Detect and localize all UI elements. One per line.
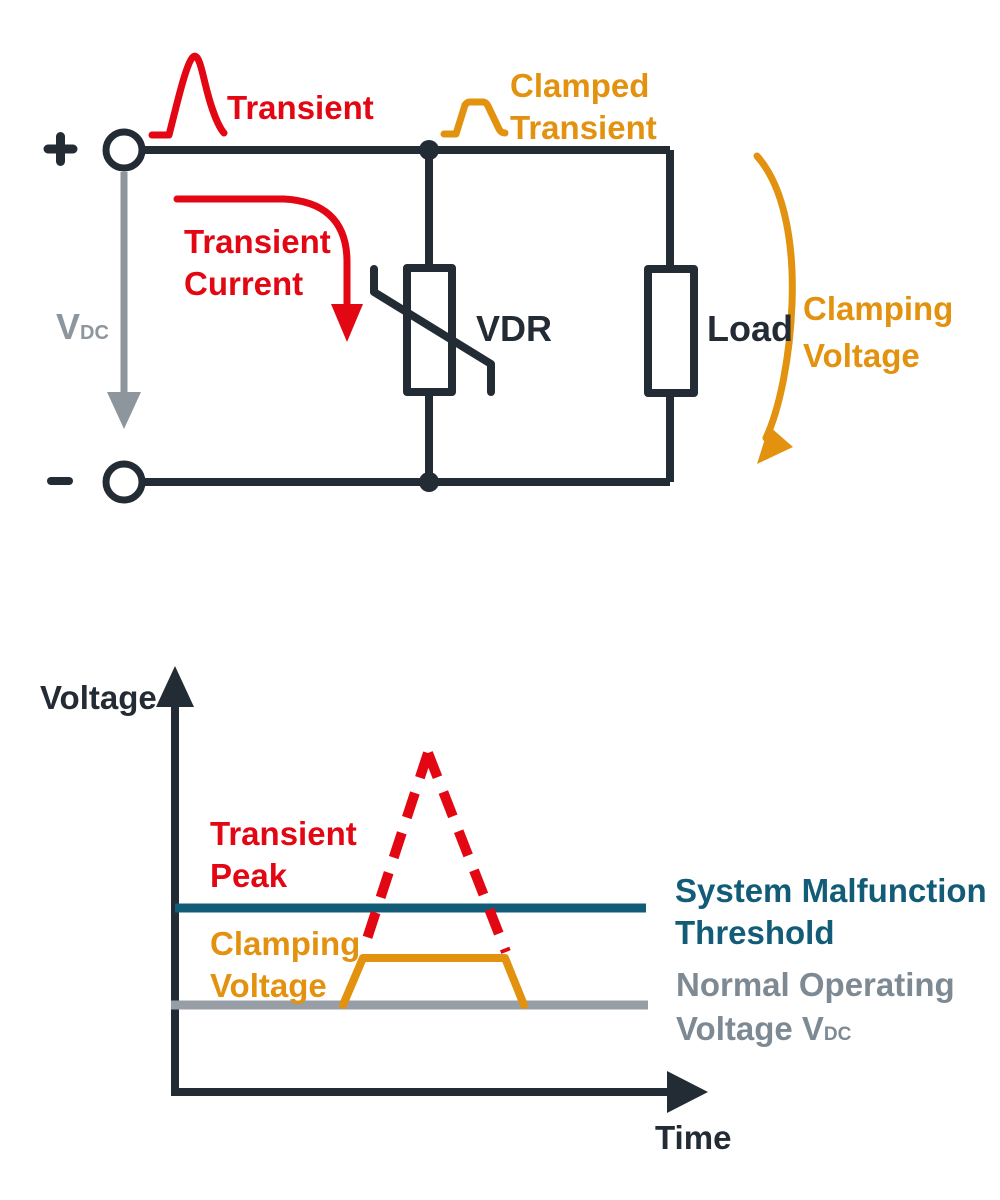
clamped-transient-line2: Transient	[510, 109, 657, 146]
transient-current-label: Transient Current	[184, 221, 331, 305]
clamping-voltage-arrowhead-icon	[757, 426, 793, 464]
load-component-body	[644, 265, 698, 397]
voltage-axis-label: Voltage	[40, 679, 157, 716]
graph-clamping-voltage-label: Clamping Voltage	[210, 923, 360, 1007]
normal-operating-voltage-label: Normal Operating Voltage VDC	[676, 963, 955, 1057]
transient-peak-line1: Transient	[210, 815, 357, 852]
clamping-voltage-arrow-label: Clamping Voltage	[803, 285, 953, 379]
transient-surge-waveform	[148, 52, 228, 139]
vdc-subscript-text: DC	[80, 322, 109, 344]
vdc-source-label: VDC	[56, 306, 109, 354]
transient-peak-right-leg	[423, 751, 511, 954]
clamping-voltage-arrow-line1: Clamping	[803, 290, 954, 327]
threshold-line2: Threshold	[675, 914, 835, 951]
clamped-transient-line1: Clamped	[510, 67, 650, 104]
plus-sign-icon	[43, 132, 78, 166]
transient-current-line2: Current	[184, 265, 304, 302]
vdc-base-text: V	[56, 306, 81, 347]
system-malfunction-threshold-label: System Malfunction Threshold	[675, 870, 987, 954]
clamped-transient-label: Clamped Transient	[510, 65, 657, 149]
transient-current-arrowhead-icon	[331, 304, 363, 342]
threshold-line1: System Malfunction	[675, 872, 987, 909]
normal-operating-line2-base: Voltage V	[676, 1010, 824, 1047]
transient-current-arrow-shaft	[173, 195, 351, 310]
y-axis-arrowhead-icon	[156, 666, 194, 707]
vdr-diagonal-stroke	[370, 265, 495, 396]
normal-operating-line2: Voltage VDC	[676, 1007, 955, 1057]
graph-clamping-voltage-line1: Clamping	[210, 925, 361, 962]
graph-clamping-voltage-line2: Voltage	[210, 967, 327, 1004]
clamping-voltage-arrow-line2: Voltage	[803, 337, 920, 374]
vdr-component-label: VDR	[476, 308, 553, 349]
normal-operating-line2-subscript: DC	[823, 1024, 852, 1045]
transient-current-line1: Transient	[184, 223, 331, 260]
bottom-junction-dot	[419, 472, 439, 492]
normal-operating-line1: Normal Operating	[676, 966, 955, 1003]
plus-terminal-circle	[102, 128, 146, 172]
vdc-arrowhead-icon	[107, 392, 141, 429]
transient-peak-line2: Peak	[210, 857, 288, 894]
minus-terminal-circle	[102, 460, 146, 504]
transient-peak-label: Transient Peak	[210, 813, 357, 897]
clamping-voltage-arrow-shaft	[753, 152, 796, 442]
time-axis-label: Time	[655, 1119, 732, 1156]
top-junction-dot	[419, 140, 439, 160]
load-component-label: Load	[707, 308, 793, 349]
x-axis-arrowhead-icon	[667, 1071, 708, 1113]
voltage-time-graph	[156, 666, 708, 1113]
clamped-transient-waveform	[440, 98, 509, 138]
transient-peak-left-leg	[358, 751, 433, 953]
transient-label: Transient	[227, 89, 374, 126]
clamping-voltage-curve	[339, 954, 528, 1009]
circuit-diagram	[43, 52, 796, 504]
